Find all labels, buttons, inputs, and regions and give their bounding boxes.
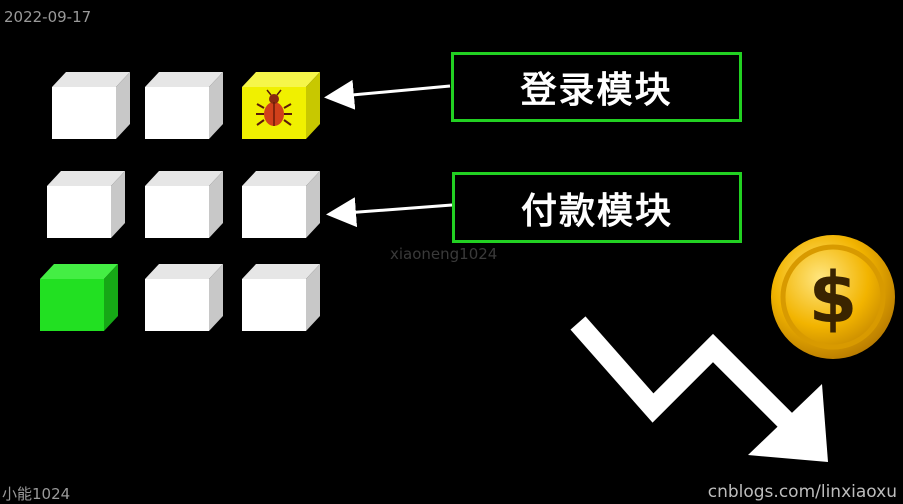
bottom-left-watermark: 小能1024 [2,485,71,503]
center-watermark: xiaoneng1024 [390,245,498,263]
cube-r2-c1 [47,171,125,238]
bottom-right-watermark: cnblogs.com/linxiaoxu [707,482,897,502]
cube-r3-c2 [145,264,223,331]
downward-trend-arrow-icon [570,316,828,462]
cube-r1-c3-bug [242,72,320,139]
arrow-payment [326,197,453,228]
cube-r1-c1 [52,72,130,139]
login-module-label: 登录模块 [451,52,742,122]
cube-r2-c3 [242,171,320,238]
svg-text:$: $ [809,257,858,339]
dollar-coin-icon: $ [771,235,895,359]
cube-r3-c1-green [40,264,118,331]
bug-icon [256,89,292,126]
cube-r2-c2 [145,171,223,238]
arrow-login [324,79,451,110]
cube-r3-c3 [242,264,320,331]
cube-r1-c2 [145,72,223,139]
date-stamp: 2022-09-17 [4,8,92,26]
payment-module-label: 付款模块 [452,172,742,243]
